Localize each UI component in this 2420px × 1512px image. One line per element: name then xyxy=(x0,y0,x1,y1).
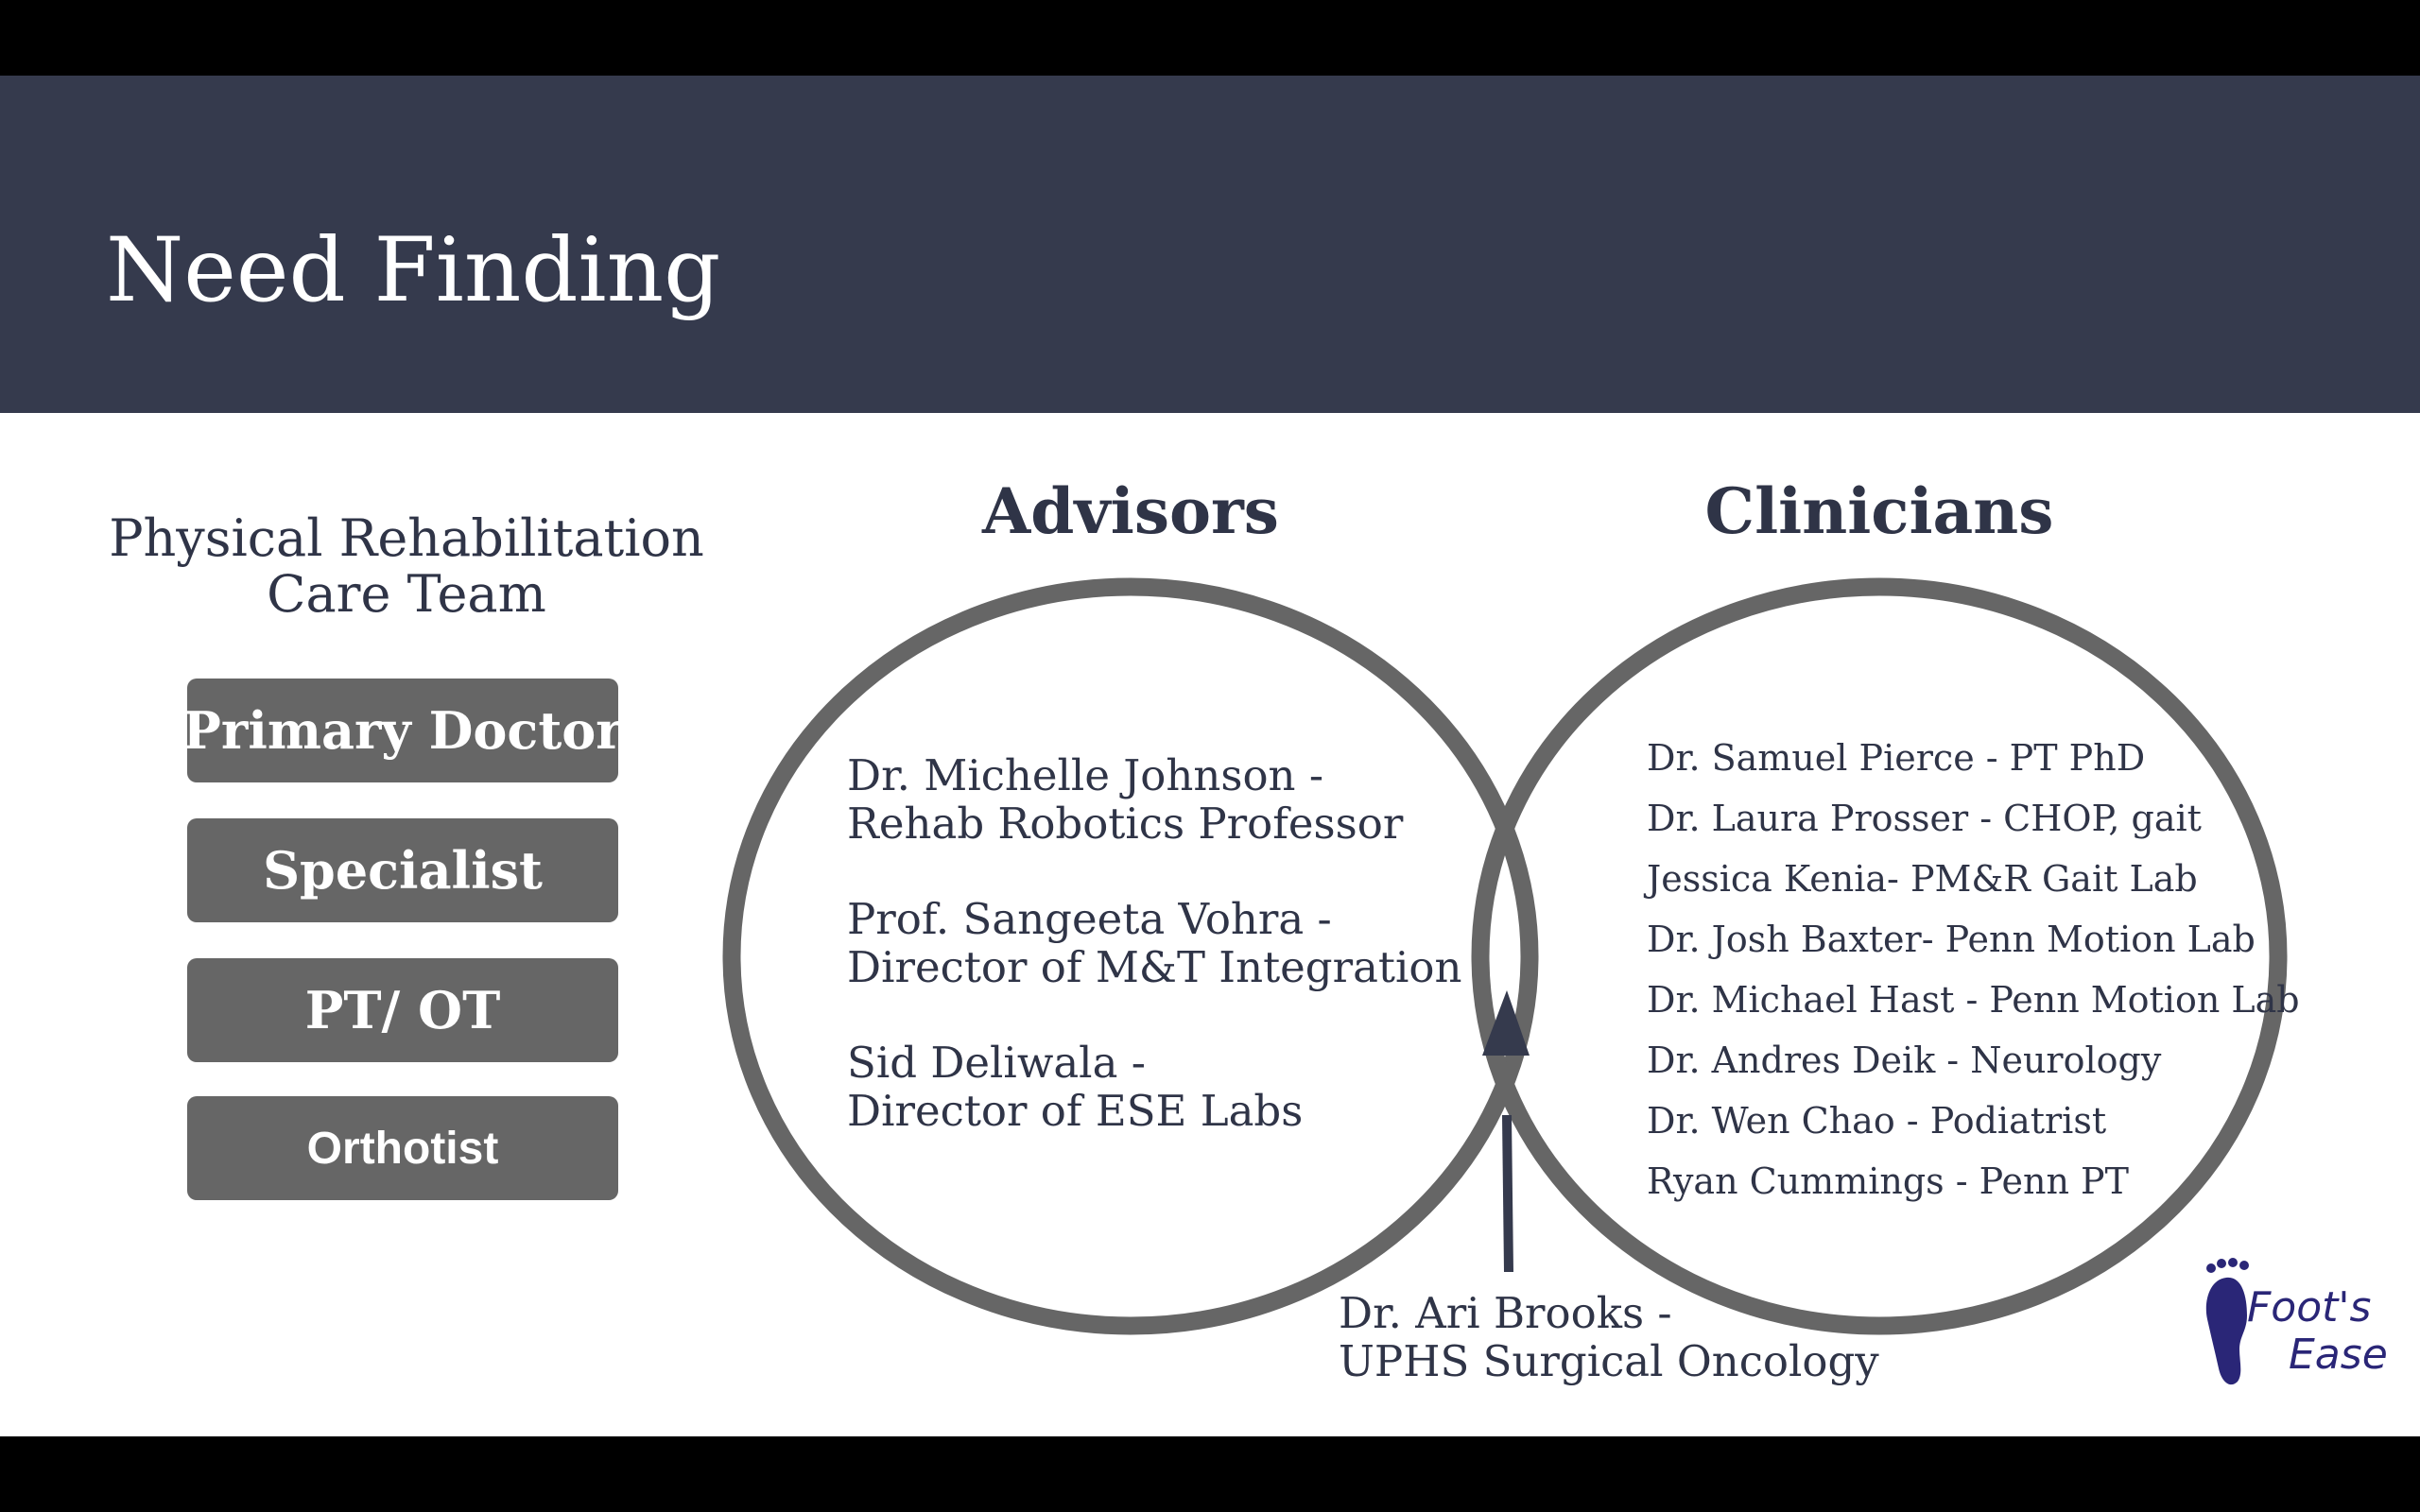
advisor-name: Sid Deliwala - xyxy=(847,1038,1146,1088)
advisor-entry: Dr. Michelle Johnson - Rehab Robotics Pr… xyxy=(847,751,1461,848)
clinicians-list: Dr. Samuel Pierce - PT PhD Dr. Laura Pro… xyxy=(1647,728,2300,1211)
role-specialist: Specialist xyxy=(187,818,618,922)
slide-title: Need Finding xyxy=(106,219,721,322)
role-orthotist: Orthotist xyxy=(187,1096,618,1200)
care-team-title-line1: Physical Rehabilitation xyxy=(109,508,704,568)
advisor-role: Rehab Robotics Professor xyxy=(847,799,1404,849)
logo-text-line2: Ease xyxy=(2289,1331,2388,1379)
role-pt-ot: PT/ OT xyxy=(187,958,618,1062)
clinicians-circle xyxy=(1471,577,2288,1335)
advisor-role: Director of M&T Integration xyxy=(847,942,1462,992)
advisor-entry: Prof. Sangeeta Vohra - Director of M&T I… xyxy=(847,895,1461,991)
advisors-circle xyxy=(722,577,1539,1335)
care-team-title-line2: Care Team xyxy=(267,564,546,624)
advisors-heading: Advisors xyxy=(982,474,1279,548)
clinician-item: Dr. Wen Chao - Podiatrist xyxy=(1647,1100,2107,1142)
overlap-person: Dr. Ari Brooks - UPHS Surgical Oncology xyxy=(1339,1289,1879,1385)
logo-text-line1: Foot's xyxy=(2247,1283,2371,1332)
venn-diagram xyxy=(722,577,2288,1335)
slide-header: Need Finding xyxy=(0,76,2420,413)
advisors-list: Dr. Michelle Johnson - Rehab Robotics Pr… xyxy=(847,751,1461,1182)
clinicians-heading: Clinicians xyxy=(1704,474,2054,548)
advisor-name: Prof. Sangeeta Vohra - xyxy=(847,894,1332,944)
foots-ease-logo: Foot's Ease xyxy=(2205,1258,2388,1385)
overlap-arrow-shaft xyxy=(1502,1114,1513,1273)
footprint-icon xyxy=(2205,1258,2249,1385)
advisor-role: Director of ESE Labs xyxy=(847,1086,1304,1136)
clinician-item: Dr. Michael Hast - Penn Motion Lab xyxy=(1647,979,2300,1021)
overlap-person-role: UPHS Surgical Oncology xyxy=(1339,1336,1879,1386)
clinician-item: Dr. Laura Prosser - CHOP, gait xyxy=(1647,798,2202,839)
clinician-item: Dr. Samuel Pierce - PT PhD xyxy=(1647,737,2146,779)
clinician-item: Dr. Andres Deik - Neurology xyxy=(1647,1040,2162,1081)
clinician-item: Dr. Josh Baxter- Penn Motion Lab xyxy=(1647,919,2256,960)
clinician-item: Jessica Kenia- PM&R Gait Lab xyxy=(1647,858,2198,900)
overlap-arrow-tip xyxy=(1482,990,1530,1056)
clinician-item: Ryan Cummings - Penn PT xyxy=(1647,1160,2129,1202)
advisor-entry: Sid Deliwala - Director of ESE Labs xyxy=(847,1039,1461,1135)
advisor-name: Dr. Michelle Johnson - xyxy=(847,750,1324,800)
slide: Need Finding Physical Rehabilitation Car… xyxy=(0,76,2420,1436)
overlap-person-name: Dr. Ari Brooks - xyxy=(1339,1288,1672,1338)
care-team-title: Physical Rehabilitation Care Team xyxy=(76,510,737,622)
role-primary-doctor: Primary Doctor xyxy=(182,679,623,782)
